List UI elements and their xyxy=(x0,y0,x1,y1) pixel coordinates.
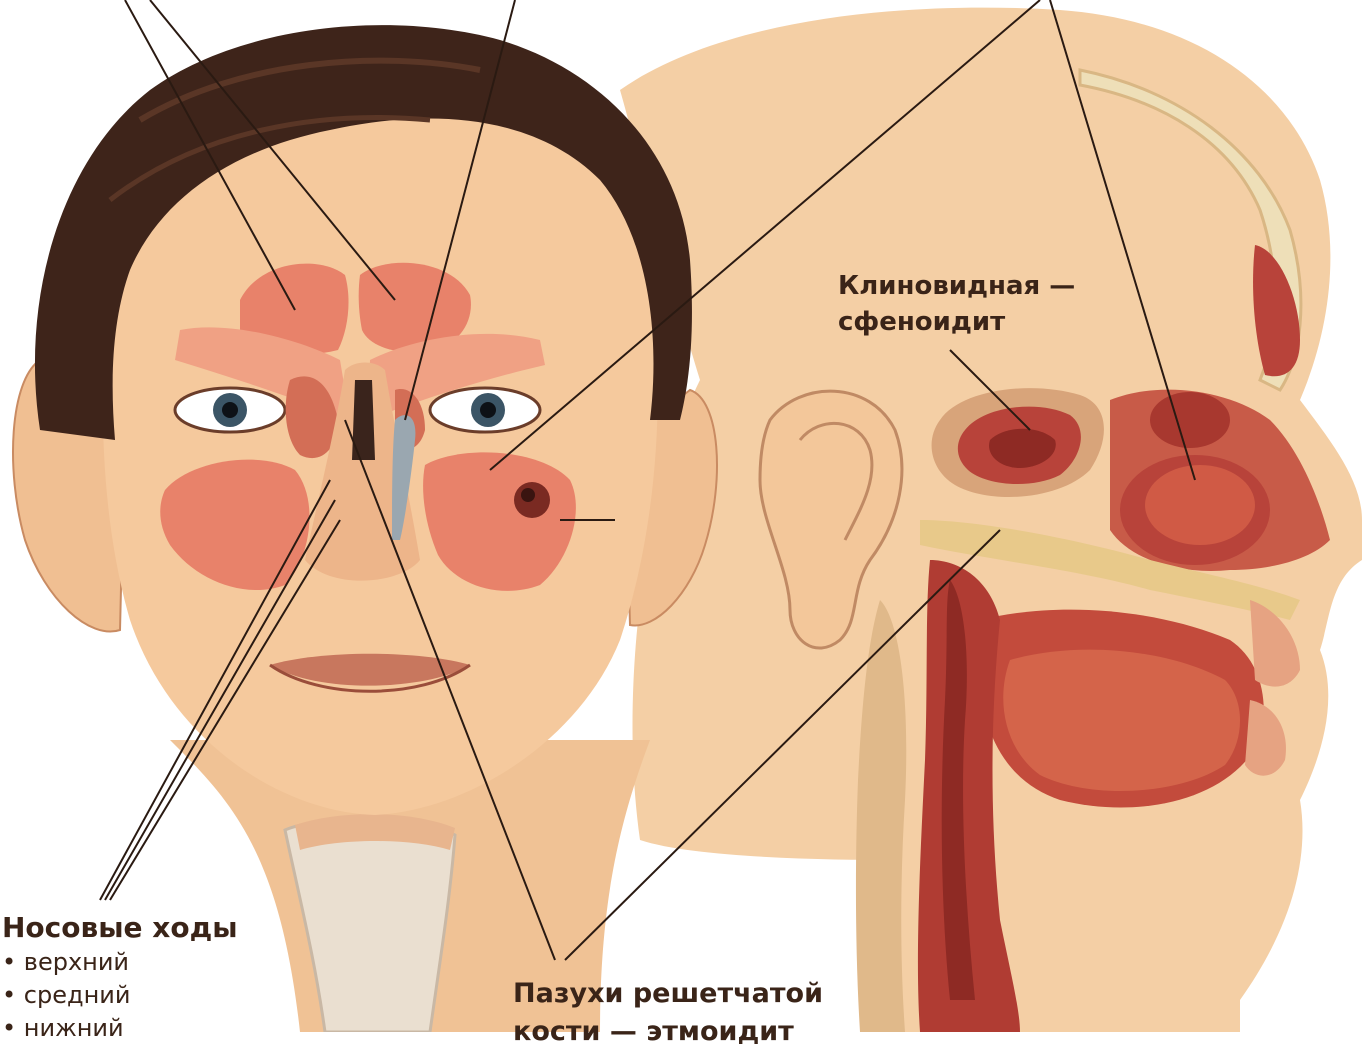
nasal-passage-middle: средний xyxy=(24,981,131,1009)
ethmoid-label-line-2: кости — этмоидит xyxy=(513,1013,823,1051)
front-face xyxy=(13,25,717,1032)
nasal-passage-item: • нижний xyxy=(2,1012,238,1045)
nasal-passage-upper: верхний xyxy=(24,948,129,976)
ethmoid-sinus-label: Пазухи решетчатой кости — этмоидит xyxy=(513,975,823,1051)
ethmoid-label-line-1: Пазухи решетчатой xyxy=(513,975,823,1013)
nasal-passages-title: Носовые ходы xyxy=(2,910,238,946)
nasal-passage-lower: нижний xyxy=(24,1014,124,1042)
nasal-passage-item: • средний xyxy=(2,979,238,1012)
sphenoid-label-line-2: сфеноидит xyxy=(838,304,1075,340)
sphenoid-sinus-label: Клиновидная — сфеноидит xyxy=(838,268,1075,340)
nasal-passage-item: • верхний xyxy=(2,946,238,979)
nasal-passages-label: Носовые ходы • верхний • средний • нижни… xyxy=(2,910,238,1045)
sagittal-head xyxy=(620,8,1362,1032)
sphenoid-label-line-1: Клиновидная — xyxy=(838,268,1075,304)
